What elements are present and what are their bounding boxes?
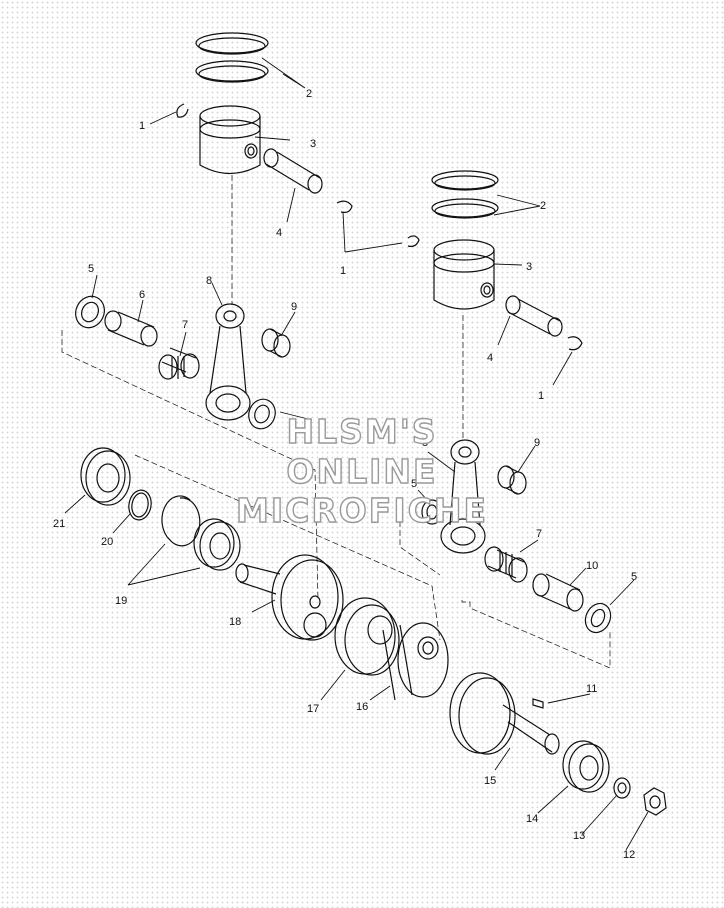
- crank-web-17[interactable]: [334, 597, 400, 676]
- washer-13[interactable]: [613, 777, 631, 799]
- label-18: 18: [229, 616, 241, 628]
- label-13: 13: [573, 830, 585, 842]
- connecting-rod-8b[interactable]: [440, 439, 486, 554]
- label-12: 12: [623, 849, 635, 861]
- label-16: 16: [356, 701, 368, 713]
- nut-12[interactable]: [643, 787, 667, 816]
- label-5c: 5: [631, 571, 637, 583]
- seal-5a[interactable]: [71, 292, 110, 333]
- circlip-1a[interactable]: [176, 103, 189, 118]
- watermark-line-3: MICROFICHE: [235, 490, 488, 530]
- seal-5c[interactable]: [581, 599, 615, 636]
- bearing-21[interactable]: [80, 447, 131, 506]
- retaining-ring-19[interactable]: [161, 495, 201, 547]
- needle-bearing-9b[interactable]: [497, 465, 527, 495]
- circlip-20[interactable]: [127, 488, 154, 521]
- label-2b: 2: [540, 200, 546, 212]
- crankshaft-half-18[interactable]: [235, 554, 344, 641]
- label-7b: 7: [536, 528, 542, 540]
- piston-ring-bottom-2[interactable]: [431, 198, 499, 219]
- label-9b: 9: [534, 437, 540, 449]
- circlip-2b[interactable]: [567, 336, 583, 351]
- needle-bearing-7a[interactable]: [158, 347, 200, 380]
- label-3a: 3: [310, 138, 316, 150]
- part-labels: 1 2 3 4 1 2 3 4 1 5 6 7 8 9 8 9 5 7 10 5…: [53, 88, 637, 861]
- bearing-19[interactable]: [193, 518, 241, 571]
- needle-bearing-7b[interactable]: [484, 546, 528, 583]
- label-15: 15: [484, 775, 496, 787]
- crank-pin-6[interactable]: [104, 310, 158, 347]
- piston-pin-2[interactable]: [505, 295, 563, 337]
- piston-2[interactable]: [433, 239, 495, 310]
- label-9a: 9: [291, 301, 297, 313]
- crank-center-16[interactable]: [382, 622, 449, 701]
- label-10: 10: [586, 560, 598, 572]
- circlip-2a[interactable]: [407, 235, 420, 247]
- label-20: 20: [101, 536, 113, 548]
- alignment-lines: [61, 175, 611, 669]
- label-8b: 8: [422, 437, 428, 449]
- label-4a: 4: [276, 227, 282, 239]
- label-5b: 5: [411, 478, 417, 490]
- piston-ring-top-1[interactable]: [195, 32, 269, 55]
- piston-pin-1[interactable]: [263, 148, 323, 194]
- crankshaft-half-15[interactable]: [449, 672, 560, 755]
- leader-lines: [64, 57, 649, 851]
- needle-bearing-9a[interactable]: [261, 328, 291, 358]
- label-1b: 1: [340, 265, 346, 277]
- label-6: 6: [139, 289, 145, 301]
- piston-1[interactable]: [199, 105, 261, 174]
- piston-ring-top-2[interactable]: [431, 170, 499, 191]
- crank-pin-10[interactable]: [532, 573, 584, 612]
- label-17: 17: [307, 703, 319, 715]
- piston-ring-bottom-1[interactable]: [195, 60, 269, 83]
- label-1c: 1: [538, 390, 544, 402]
- label-5a: 5: [88, 263, 94, 275]
- watermark-line-1: HLSM'S: [286, 411, 438, 451]
- label-14: 14: [526, 813, 538, 825]
- label-21: 21: [53, 518, 65, 530]
- woodruff-key-11[interactable]: [532, 698, 544, 709]
- label-2a: 2: [306, 88, 312, 100]
- label-3b: 3: [526, 261, 532, 273]
- label-11: 11: [586, 683, 597, 695]
- bearing-14[interactable]: [562, 740, 610, 793]
- circlip-1b[interactable]: [336, 200, 353, 213]
- label-8a: 8: [206, 275, 212, 287]
- watermark-line-2: ONLINE: [286, 451, 438, 491]
- label-4b: 4: [487, 352, 493, 364]
- connecting-rod-8a[interactable]: [205, 303, 251, 421]
- seal-5b[interactable]: [421, 499, 443, 525]
- label-7a: 7: [182, 319, 188, 331]
- label-19: 19: [115, 595, 127, 607]
- label-1a: 1: [139, 120, 145, 132]
- thrust-washer-a[interactable]: [245, 395, 280, 432]
